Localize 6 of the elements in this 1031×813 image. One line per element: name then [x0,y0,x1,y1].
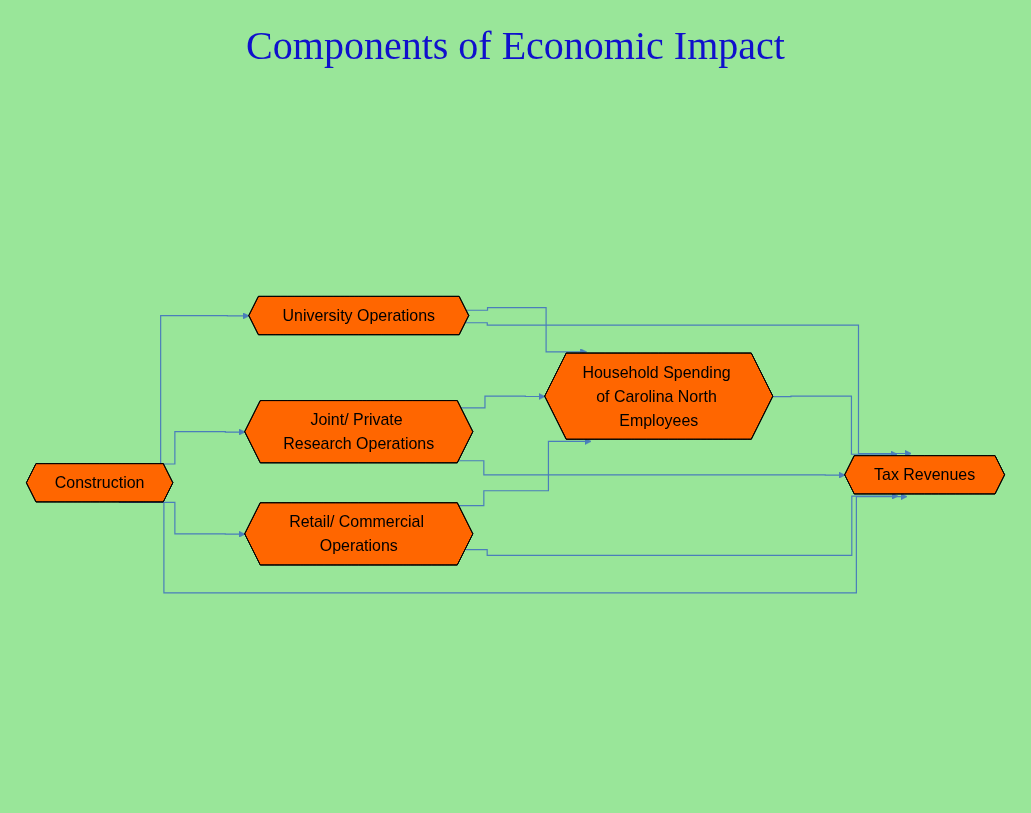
arrow [458,460,846,479]
arrow [465,322,912,458]
arrow [458,438,592,507]
diagram-title: Components of Economic Impact [245,22,786,69]
arrow [465,493,899,557]
arrow [460,393,546,409]
